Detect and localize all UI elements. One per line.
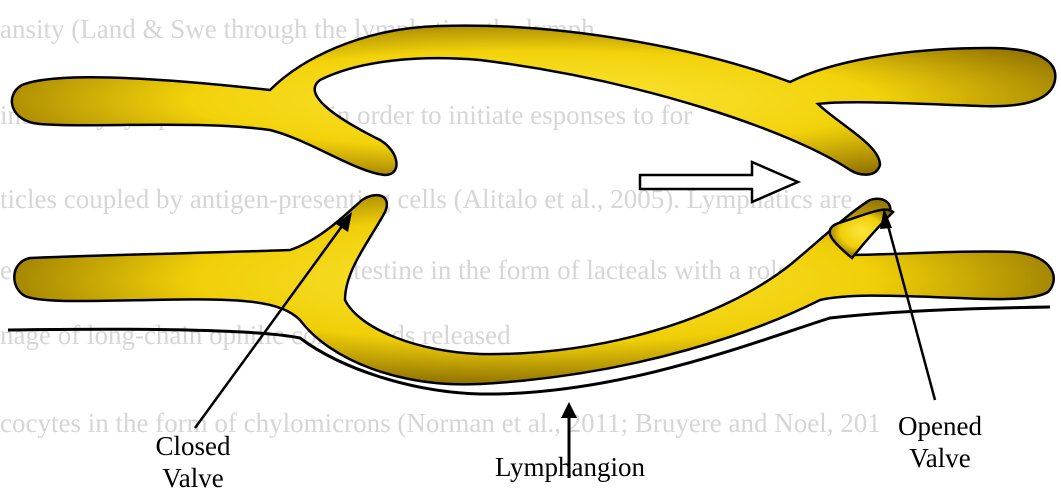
closed-valve-label-line1: Closed [138, 430, 248, 462]
flow-direction-arrow [640, 162, 798, 202]
opened-valve-label: Opened Valve [880, 410, 1000, 474]
lymphangion-pointer-head [561, 402, 577, 418]
opened-valve-label-line1: Opened [880, 410, 1000, 442]
closed-valve-label: Closed Valve [138, 430, 248, 494]
closed-valve-label-line2: Valve [138, 462, 248, 494]
opened-valve-pointer [886, 218, 935, 400]
lower-vessel-wall [14, 195, 1053, 384]
opened-valve-label-line2: Valve [880, 442, 1000, 474]
upper-vessel-wall [12, 26, 1055, 175]
lymphangion-label: Lymphangion [460, 451, 680, 483]
